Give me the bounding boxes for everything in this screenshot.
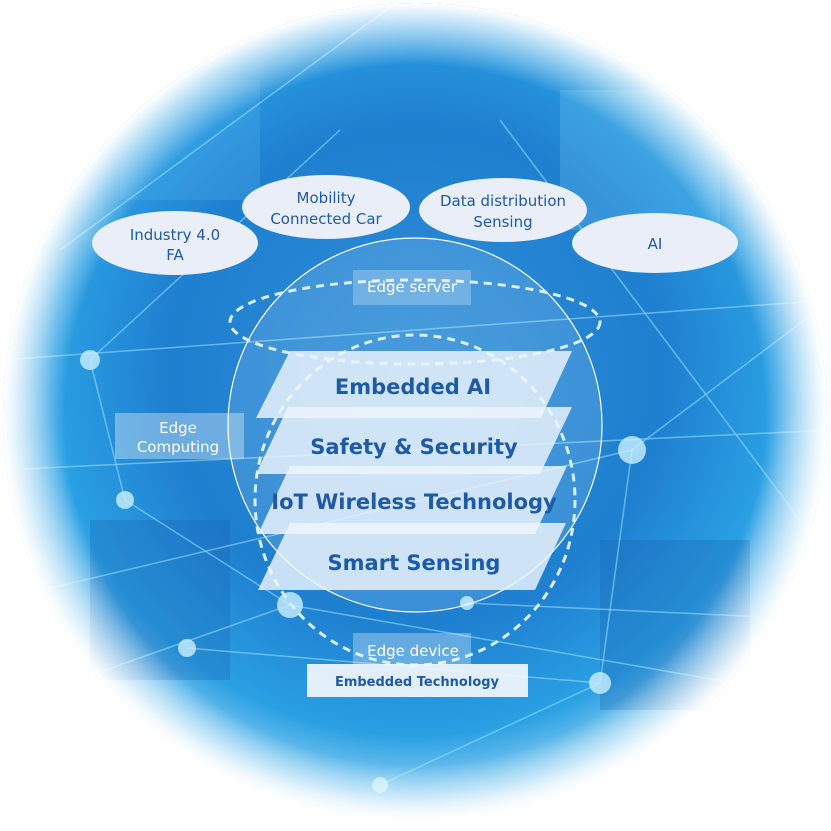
application-data-distribution: Data distribution Sensing	[419, 178, 587, 242]
layer-embedded-ai	[256, 351, 572, 418]
layer-iot-wireless	[258, 466, 567, 534]
svg-text:Embedded AI: Embedded AI	[335, 375, 491, 399]
svg-text:Connected Car: Connected Car	[270, 210, 382, 228]
application-ai: AI	[572, 213, 738, 273]
layer-smart-sensing	[258, 523, 566, 590]
svg-text:Sensing: Sensing	[473, 213, 532, 231]
svg-text:Safety & Security: Safety & Security	[310, 435, 518, 459]
svg-text:Industry 4.0: Industry 4.0	[130, 226, 220, 244]
edge-device-label: Edge device	[367, 642, 459, 660]
layer-safety-security	[256, 407, 572, 474]
embedded-technology-label: Embedded Technology	[335, 675, 500, 690]
embedded-technology-box	[307, 664, 528, 697]
svg-text:IoT Wireless Technology: IoT Wireless Technology	[271, 490, 557, 514]
svg-text:FA: FA	[166, 246, 184, 264]
edge-server-label: Edge server	[367, 278, 458, 296]
edge-computing-label-1: Edge	[159, 419, 197, 437]
svg-text:AI: AI	[648, 235, 663, 253]
application-mobility: Mobility Connected Car	[242, 175, 410, 239]
edge-computing-label-2: Computing	[137, 438, 219, 456]
layer-stack: Embedded AI Safety & Security IoT Wirele…	[256, 351, 572, 590]
application-industry: Industry 4.0 FA	[92, 211, 258, 275]
svg-text:Data distribution: Data distribution	[440, 192, 566, 210]
svg-text:Mobility: Mobility	[297, 189, 356, 207]
svg-text:Smart Sensing: Smart Sensing	[328, 551, 501, 575]
